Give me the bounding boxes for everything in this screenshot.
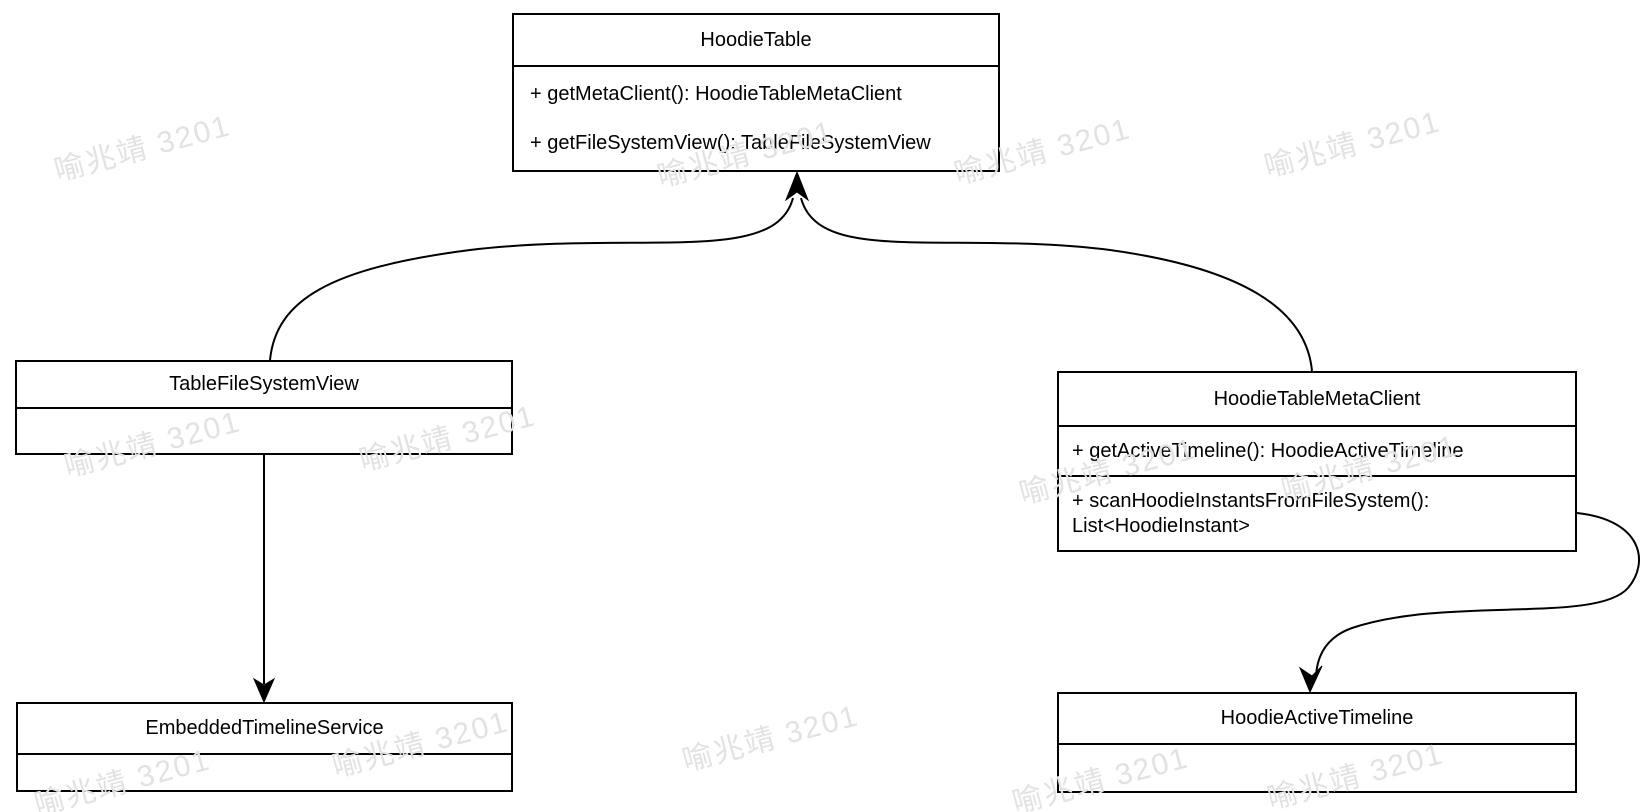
class-methods: + getMetaClient(): HoodieTableMetaClient… (514, 65, 998, 170)
class-method: + getFileSystemView(): TableFileSystemVi… (530, 131, 931, 154)
class-tablefilesystemview: TableFileSystemView (15, 360, 513, 455)
watermark-text: 喻兆靖 3201 (1260, 105, 1445, 185)
class-hoodietable: HoodieTable + getMetaClient(): HoodieTab… (512, 13, 1000, 172)
class-title: HoodieTableMetaClient (1213, 387, 1421, 410)
class-hoodieactivetimeline: HoodieActiveTimeline (1057, 692, 1577, 793)
arrow-hoodietablemetaclient-to-hoodietable (800, 197, 1313, 372)
class-hoodietablemetaclient: HoodieTableMetaClient + getActiveTimelin… (1057, 371, 1577, 552)
class-empty-compartment (1059, 743, 1575, 791)
class-title: EmbeddedTimelineService (145, 717, 384, 739)
class-title: TableFileSystemView (169, 373, 359, 395)
class-title: HoodieTable (700, 28, 812, 51)
watermark-text: 喻兆靖 3201 (50, 109, 235, 189)
arrowhead-to-hoodieactivetimeline (1298, 665, 1323, 694)
class-empty-compartment (17, 407, 511, 453)
class-empty-compartment (18, 753, 511, 790)
arrowhead-to-hoodietable (784, 170, 810, 202)
class-title: HoodieActiveTimeline (1220, 707, 1414, 729)
class-embeddedtimelineservice: EmbeddedTimelineService (16, 702, 513, 792)
arrowhead-to-embeddedtimelineservice (252, 677, 276, 704)
class-method: + getMetaClient(): HoodieTableMetaClient (530, 82, 902, 105)
watermark-text: 喻兆靖 3201 (678, 699, 863, 779)
arrow-tablefilesystemview-to-hoodietable (269, 197, 794, 361)
class-method: + getActiveTimeline(): HoodieActiveTimel… (1059, 425, 1575, 475)
class-method: + scanHoodieInstantsFromFileSystem(): Li… (1059, 475, 1575, 550)
